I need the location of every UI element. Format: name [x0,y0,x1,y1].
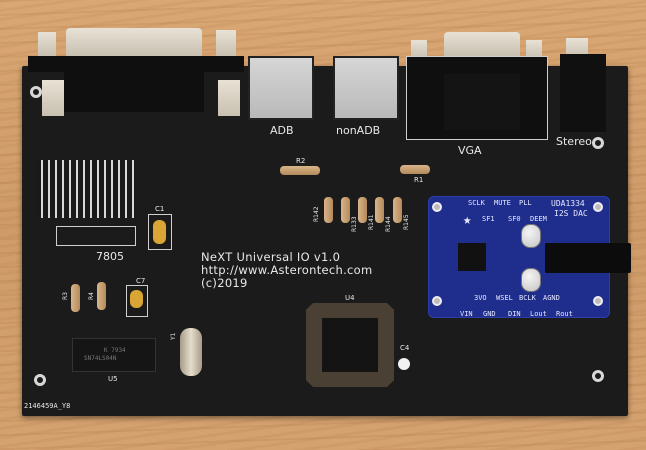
u5-chip-marking: SN74LS04N [84,355,117,362]
c7-label: C7 [136,277,146,285]
vga-label: VGA [458,144,482,157]
u5-chip [72,338,156,372]
r145-resistor [393,197,402,223]
c1-outline [148,214,172,250]
u4-label: U4 [345,294,355,302]
r1-resistor [400,165,430,174]
db25-screw-left [38,32,56,56]
r1-label: R1 [414,176,424,184]
adb-port [248,56,314,120]
r133-label: R133 [351,216,358,232]
heatsink [36,160,136,218]
r142-label: R142 [313,206,320,222]
c1-capacitor [153,220,166,244]
dac-star-logo-icon: ★ [463,212,472,228]
r2-resistor [280,166,320,175]
stereo-label: Stereo [556,135,592,148]
dac-mount-hole [432,296,442,306]
board-title: NeXT Universal IO v1.0 [201,250,341,264]
dac-title-line1: UDA1334 [551,199,585,208]
dac-pin-sf1: SF1 [482,215,495,223]
c4-label: C4 [400,344,410,352]
r4-label: R4 [88,292,95,300]
r145-label: R145 [403,214,410,230]
db25-connector [28,56,244,72]
dac-pin-din: DIN [508,310,521,318]
dac-pin-agnd: AGND [543,294,560,302]
non-adb-port [333,56,399,120]
c7-capacitor [130,290,143,308]
dac-capacitor-top [521,224,541,248]
stereo-jack-barrel [566,38,588,58]
mount-hole [592,370,604,382]
board-url: http://www.Asterontech.com [201,263,373,277]
r144-label: R144 [385,216,392,232]
dac-pin-3vo: 3VO [474,294,487,302]
vga-screw-right [526,40,542,58]
db25-bracket-left [42,80,64,116]
mount-hole [592,137,604,149]
non-adb-label: nonADB [336,124,381,137]
dac-title-line2: I2S DAC [554,209,588,218]
r141-label: R141 [368,214,375,230]
dac-pin-pll: PLL [519,199,532,207]
regulator-label: 7805 [96,250,124,263]
r141-resistor [358,197,367,223]
y1-crystal [180,328,202,376]
mount-hole [30,86,42,98]
u5-label: U5 [108,375,118,383]
regulator-outline [56,226,136,246]
r144-resistor [375,197,384,223]
pcb-serial: 2146459A_Y8 [24,402,71,410]
dac-chip [458,243,486,271]
db25-body [64,70,204,112]
board-copyright: (c)2019 [201,276,248,290]
adb-label: ADB [270,124,294,137]
dac-pin-lout: Lout [530,310,547,318]
c7-outline [126,285,148,317]
dac-pin-bclk: BCLK [519,294,536,302]
dac-mount-hole [593,202,603,212]
dac-pin-sf0: SF0 [508,215,521,223]
vga-connector-shell [444,32,520,56]
db25-bracket-right [218,80,240,116]
stereo-jack [560,54,606,132]
db25-screw-right [216,30,236,56]
dac-pin-rout: Rout [556,310,573,318]
dac-pin-sclk: SCLK [468,199,485,207]
u5-chip-date: K 7934 [104,347,126,354]
dac-pin-deem: DEEM [530,215,547,223]
mount-hole [34,374,46,386]
dac-capacitor-bottom [521,268,541,292]
r3-label: R3 [62,292,69,300]
db25-connector-shell [66,28,202,56]
dac-pin-wsel: WSEL [496,294,513,302]
dac-pin-gnd: GND [483,310,496,318]
dac-headphone-jack [545,243,631,273]
u4-chip [322,318,378,372]
dac-mount-hole [593,296,603,306]
dac-pin-vin: VIN [460,310,473,318]
r3-resistor [71,284,80,312]
vga-body [444,74,520,130]
r2-label: R2 [296,157,306,165]
dac-pin-mute: MUTE [494,199,511,207]
r133-resistor [341,197,350,223]
vga-screw-left [411,40,427,58]
c4-capacitor [398,358,410,370]
y1-label: Y1 [170,332,177,340]
r142-resistor [324,197,333,223]
dac-mount-hole [432,202,442,212]
c1-label: C1 [155,205,165,213]
r4-resistor [97,282,106,310]
